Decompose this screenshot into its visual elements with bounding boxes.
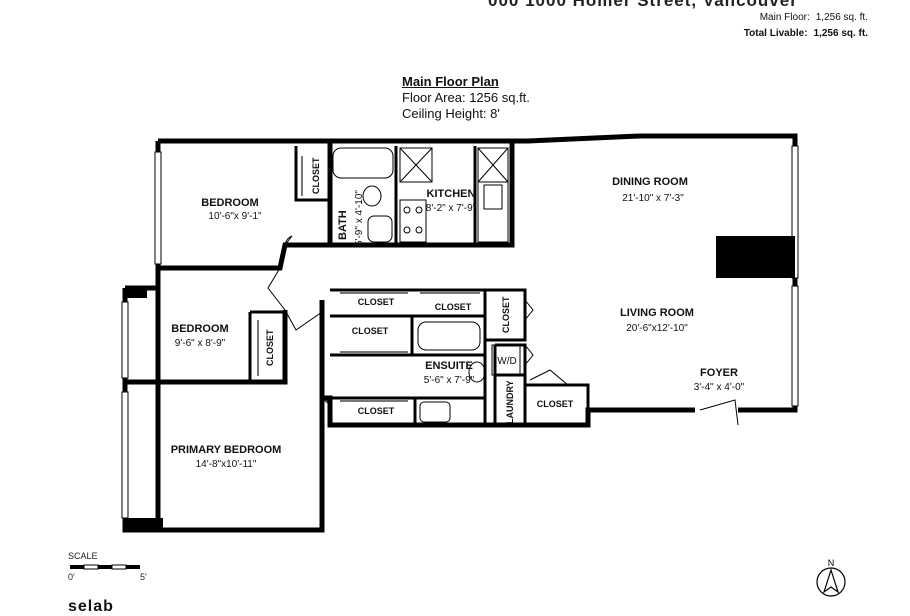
fridge-x	[399, 147, 433, 183]
room-ensuite-name: ENSUITE	[425, 360, 473, 372]
kitchen-counter	[477, 181, 509, 243]
closet-label: CLOSET	[311, 157, 321, 194]
room-bedroom1-dims: 10'-6"x 9'-1"	[208, 211, 262, 222]
burner	[403, 206, 411, 214]
plan-title: Main Floor Plan	[402, 74, 499, 89]
structural-columns	[125, 236, 795, 532]
closet-label: CLOSET	[352, 326, 389, 336]
main-floor-value: 1,256 sq. ft.	[815, 12, 868, 23]
compass-letter: N	[828, 558, 835, 568]
plan-ceiling-height: Ceiling Height: 8'	[402, 106, 500, 121]
dishwasher-x	[477, 147, 509, 183]
scale-segment	[126, 565, 140, 569]
window-primary	[121, 391, 129, 519]
burner	[415, 226, 423, 234]
window-living	[791, 285, 799, 407]
room-kitchen-name: KITCHEN	[427, 188, 476, 200]
room-bedroom2-dims: 9'-6" x 8'-9"	[175, 338, 226, 349]
door-bedroom2	[267, 267, 286, 311]
scale-segment	[98, 565, 112, 569]
sink-bath	[367, 215, 393, 243]
scale-segment	[83, 564, 99, 570]
total-livable-label: Total Livable:	[743, 28, 808, 39]
room-foyer-dims: 3'-4" x 4'-0"	[694, 382, 745, 393]
burner	[415, 206, 423, 214]
window-bedroom1	[154, 151, 162, 265]
fixtures	[332, 147, 521, 423]
door-ensuite	[524, 344, 534, 366]
kitchen-sink	[483, 184, 503, 210]
room-foyer-name: FOYER	[700, 367, 738, 379]
scale-label: SCALE	[68, 551, 98, 561]
scale-segment	[111, 564, 127, 570]
plan-floor-area: Floor Area: 1256 sq.ft.	[402, 90, 530, 105]
scale-start: 0'	[68, 572, 75, 582]
main-floor-label: Main Floor:	[759, 12, 810, 23]
column-living	[716, 236, 795, 278]
fridge	[399, 147, 433, 183]
room-bath-dims: 5'-9" x 4'-10"	[354, 190, 365, 246]
plan-header: Main Floor Plan Floor Area: 1256 sq.ft. …	[402, 74, 530, 122]
room-dining-name: DINING ROOM	[612, 176, 688, 188]
door-bedroom1	[284, 235, 293, 246]
bathtub-ensuite	[417, 321, 481, 351]
closet-label: CLOSET	[537, 399, 574, 409]
toilet-bath	[362, 185, 382, 207]
room-living-dims: 20'-6"x12'-10"	[626, 323, 688, 334]
sink-ensuite	[419, 401, 451, 423]
main-floor-area: Main Floor: 1,256 sq. ft.	[760, 12, 868, 24]
address-title: 000 1000 Homer Street, Vancouver	[488, 0, 798, 10]
scale-end: 5'	[140, 572, 147, 582]
column-bedroom2	[125, 286, 147, 298]
north-arrow-icon: N	[816, 558, 846, 597]
doors	[267, 235, 739, 426]
closet-label: CLOSET	[265, 329, 275, 366]
closet-label: CLOSET	[501, 296, 511, 333]
door-closet-right	[524, 299, 534, 321]
door-primary	[284, 309, 323, 331]
scale-segment	[70, 565, 84, 569]
room-living-name: LIVING ROOM	[620, 307, 694, 319]
room-primary-name: PRIMARY BEDROOM	[171, 444, 282, 456]
room-dining-dims: 21'-10" x 7'-3"	[622, 193, 684, 204]
washer-dryer	[491, 344, 521, 376]
room-kitchen-dims: 8'-2" x 7'-9"	[426, 203, 477, 214]
door-laundry	[529, 369, 569, 386]
door-entry	[699, 399, 739, 426]
closet-label: CLOSET	[435, 302, 472, 312]
total-livable-value: 1,256 sq. ft.	[813, 28, 868, 39]
closet-label: CLOSET	[358, 297, 395, 307]
bathtub-bath	[332, 147, 394, 179]
room-bedroom1-name: BEDROOM	[201, 197, 258, 209]
sliding-doors	[257, 156, 480, 402]
burner	[403, 226, 411, 234]
closet-label: CLOSET	[358, 406, 395, 416]
door-primary-closet	[321, 397, 331, 407]
room-bedroom2-name: BEDROOM	[171, 323, 228, 335]
interior-walls	[248, 146, 590, 425]
room-laundry-name: LAUNDRY	[505, 380, 515, 424]
room-ensuite-dims: 5'-6" x 7'-9"	[424, 375, 475, 386]
window-openings	[121, 145, 799, 519]
stove	[399, 199, 427, 243]
brand-logo: selab	[68, 598, 114, 615]
room-primary-dims: 14'-8"x10'-11"	[196, 459, 257, 470]
toilet-ensuite	[468, 361, 486, 383]
scale-bar	[70, 564, 140, 570]
window-bedroom2	[121, 301, 129, 379]
total-livable-area: Total Livable: 1,256 sq. ft.	[744, 28, 868, 40]
column-primary	[125, 518, 163, 532]
washer-dryer-label: W/D	[497, 356, 516, 367]
room-bath-name: BATH	[337, 210, 349, 240]
